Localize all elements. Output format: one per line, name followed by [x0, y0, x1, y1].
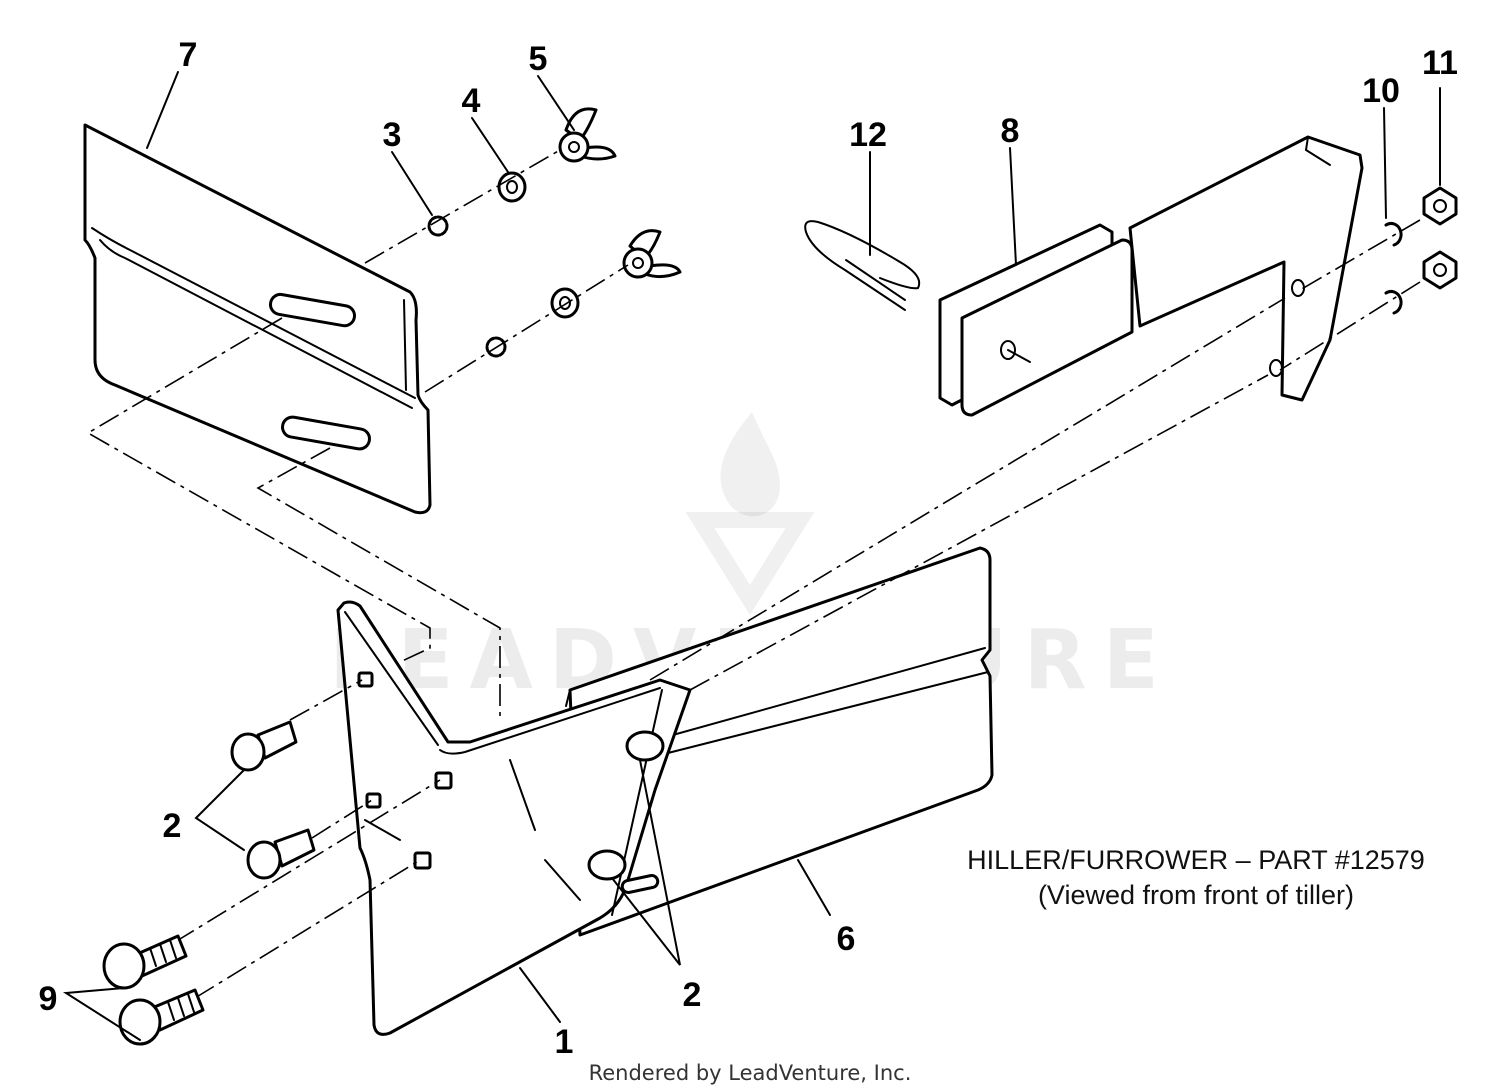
part-5-wing-nuts	[558, 107, 682, 279]
callout-leader-lines	[62, 71, 1441, 1041]
part-2-carriage-bolts	[230, 720, 316, 880]
part-11-hex-nuts	[1422, 186, 1458, 290]
part-7-deflector-plate	[83, 123, 432, 515]
diagram-caption: HILLER/FURROWER – PART #12579 (Viewed fr…	[967, 845, 1425, 910]
callout-9: 9	[39, 980, 58, 1018]
part-3-lock-washers	[427, 215, 507, 358]
part-12-hairpin-clip	[804, 220, 921, 311]
bracket-alignment-lines	[1279, 219, 1421, 371]
callout-3: 3	[383, 116, 402, 154]
mounting-bracket	[1128, 135, 1364, 402]
part-6-wing-blade	[565, 546, 994, 937]
callout-4: 4	[462, 82, 481, 120]
hardware-alignment-lines	[364, 149, 629, 393]
callout-6: 6	[837, 920, 856, 958]
caption-subtitle: (Viewed from front of tiller)	[1038, 880, 1354, 910]
callout-8: 8	[1001, 112, 1020, 150]
callout-12: 12	[849, 116, 887, 154]
caption-title: HILLER/FURROWER – PART #12579	[967, 845, 1425, 875]
part-1-hiller-body	[336, 600, 692, 1036]
part-4-flat-washers	[497, 171, 580, 319]
callout-1: 1	[555, 1023, 574, 1061]
callout-10: 10	[1362, 72, 1400, 110]
callout-2-left: 2	[163, 807, 182, 845]
assembly-alignment-lines	[86, 297, 1286, 999]
watermark-flame-icon	[720, 412, 780, 517]
callout-11: 11	[1422, 44, 1458, 82]
watermark-v-icon	[685, 512, 815, 616]
callout-7: 7	[179, 36, 198, 74]
render-credit: Rendered by LeadVenture, Inc.	[589, 1061, 912, 1085]
part-10-lock-washers	[1384, 222, 1403, 315]
callout-labels: 7 5 4 3 12 8 10 11 2 2 9 1 6	[39, 36, 1458, 1061]
callout-5: 5	[529, 40, 548, 78]
callout-2-right: 2	[683, 976, 702, 1014]
part-9-bolts	[102, 934, 205, 1046]
part-8-clamp-plates	[938, 223, 1134, 417]
